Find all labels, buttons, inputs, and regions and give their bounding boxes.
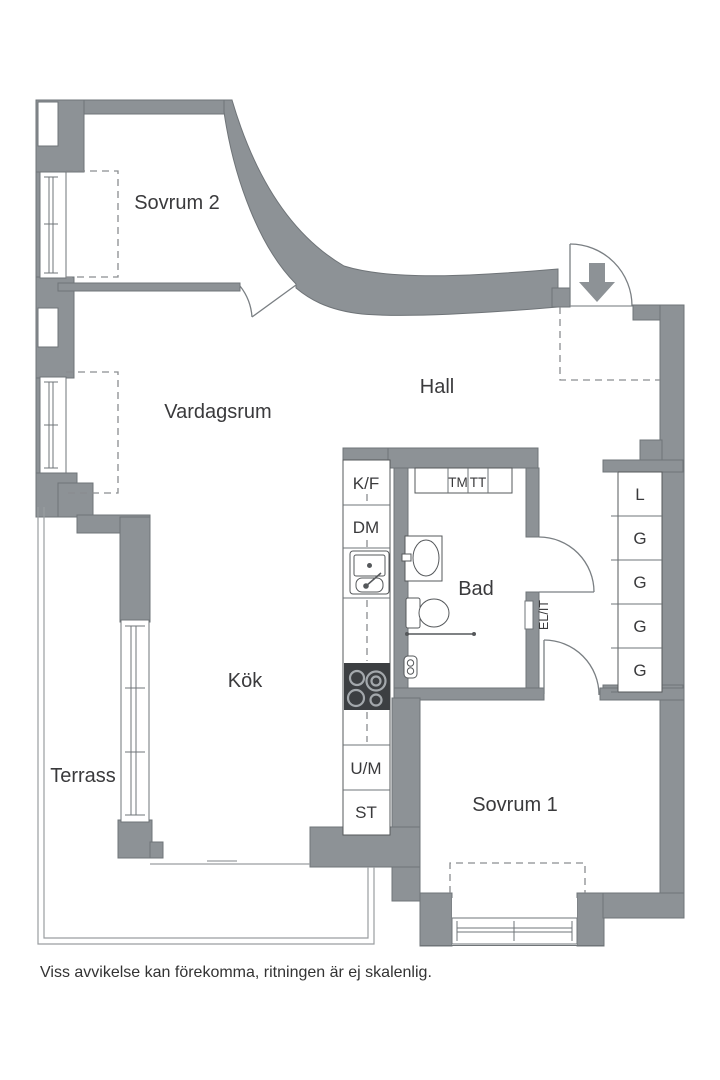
- niche-mid-left: [37, 307, 59, 348]
- label-sovrum1: Sovrum 1: [472, 794, 558, 816]
- label-closet-wardrobe-4: G: [633, 661, 646, 680]
- dashed-sovrum2-area: [66, 170, 119, 278]
- label-oven-microwave: U/M: [350, 759, 381, 778]
- wall-corner-sw-step: [57, 482, 94, 518]
- laundry-cabinet-row: [414, 467, 513, 494]
- bathroom-door: [538, 536, 595, 593]
- wall-terrace-upper: [119, 516, 151, 623]
- niche-top-left: [37, 101, 59, 147]
- wall-sovrum1-south: [602, 892, 685, 919]
- disclaimer-text: Viss avvikelse kan förekomma, ritningen …: [40, 964, 432, 981]
- kitchen-cabinet-run: [342, 459, 391, 836]
- wall-sovrum1-west: [391, 697, 421, 902]
- dashed-guides: [66, 170, 660, 893]
- wall-bath-north: [387, 447, 539, 469]
- wall-right: [659, 304, 685, 919]
- wall-closet-step: [639, 439, 663, 461]
- wall-sovrum2-south: [57, 282, 241, 292]
- label-tumble-dryer: TT: [470, 475, 487, 490]
- label-closet-wardrobe-2: G: [633, 573, 646, 592]
- dashed-entry-area: [559, 307, 660, 381]
- wall-window-pier-right: [576, 892, 605, 947]
- entrance-door: [569, 243, 633, 307]
- label-hall: Hall: [420, 376, 454, 398]
- stove: [344, 663, 390, 710]
- label-dishwasher: DM: [353, 518, 379, 537]
- window-terrace: [120, 619, 150, 823]
- bathroom-fixtures: [401, 467, 513, 679]
- terrace-boundary: [37, 507, 375, 945]
- label-closet-wardrobe-1: G: [633, 529, 646, 548]
- label-vardagsrum: Vardagsrum: [164, 401, 271, 423]
- label-closet-wardrobe-3: G: [633, 617, 646, 636]
- window-sovrum2: [39, 171, 67, 279]
- label-electrical-panel: EL/IT: [537, 600, 551, 630]
- label-kok: Kök: [228, 670, 263, 692]
- wall-curved: [223, 99, 559, 316]
- electrical-panel: [524, 600, 534, 630]
- windows: [39, 171, 604, 946]
- appliance-labels: K/F DM U/M ST TM TT: [350, 474, 486, 822]
- window-vardagsrum: [39, 376, 67, 474]
- label-terrass: Terrass: [50, 765, 116, 787]
- toilet: [405, 597, 450, 629]
- label-fridge-freezer: K/F: [353, 474, 379, 493]
- bathroom-sink: [401, 535, 443, 582]
- dashed-bed-area: [449, 862, 586, 893]
- label-closet-linen: L: [635, 485, 644, 504]
- dashed-vardagsrum-area: [66, 371, 119, 494]
- wall-bath-east-upper: [525, 467, 540, 538]
- wall-entry-jamb: [551, 287, 571, 308]
- window-sovrum1: [420, 898, 604, 946]
- closet-column: [611, 471, 663, 693]
- doors: [239, 243, 633, 696]
- label-sovrum2: Sovrum 2: [134, 192, 220, 214]
- wall-terrace-lower: [117, 819, 153, 859]
- label-washing-machine: TM: [448, 475, 468, 490]
- kitchen-sink: [349, 550, 390, 595]
- label-bad: Bad: [458, 578, 494, 600]
- closet-labels: L G G G G: [633, 485, 646, 680]
- floor-drain: [403, 655, 418, 679]
- room-labels: Sovrum 2 Hall Vardagsrum Kök Bad Terrass…: [50, 192, 558, 816]
- towel-rail: [405, 632, 476, 636]
- sovrum1-door: [543, 639, 600, 696]
- entry-arrow-icon: [579, 263, 615, 302]
- wall-window-pier-left: [419, 892, 453, 947]
- wall-terrace-step: [149, 841, 164, 859]
- label-cleaning-cabinet: ST: [355, 803, 377, 822]
- wall-niches: [37, 101, 59, 348]
- wall-closet-cap-top: [602, 459, 684, 473]
- sovrum2-door: [239, 284, 297, 318]
